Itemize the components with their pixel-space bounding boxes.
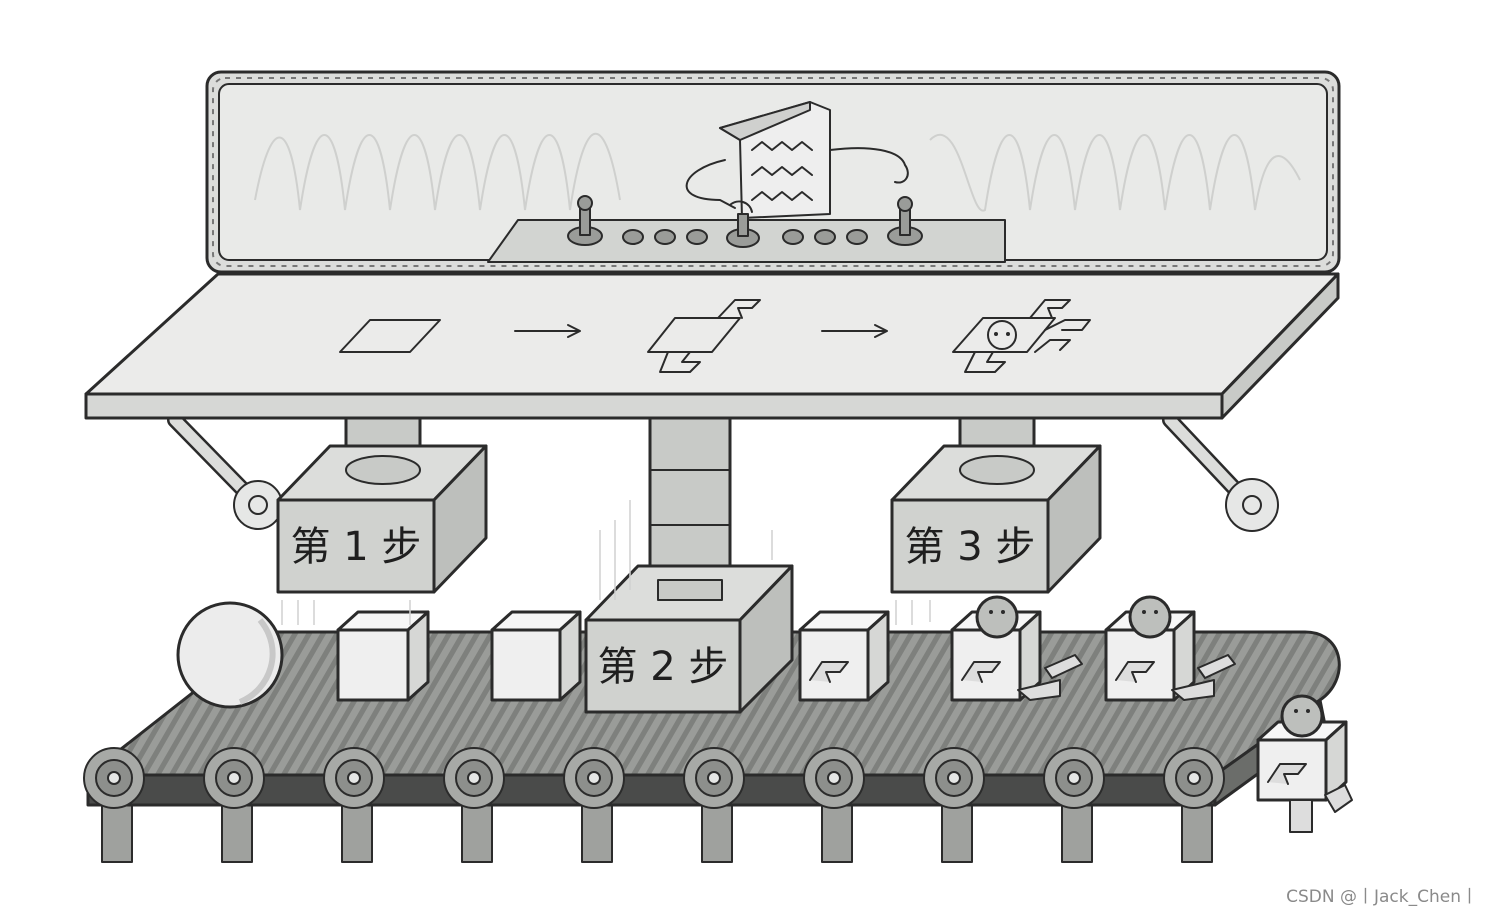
conveyor-legs <box>101 799 1213 863</box>
cube-piece-2 <box>490 610 582 702</box>
step-1-label: 第 1 步 <box>291 524 422 570</box>
step-block-2: 第 2 步 <box>584 564 794 714</box>
raw-material-ball <box>176 601 284 709</box>
step-2-label: 第 2 步 <box>598 644 729 690</box>
cube-piece-1 <box>336 610 430 702</box>
arrow-icon <box>514 324 581 338</box>
watermark-text: CSDN @丨Jack_Chen丨 <box>1286 887 1478 907</box>
robot-operator <box>685 101 909 219</box>
folded-box-piece <box>798 610 890 702</box>
step-block-1: 第 1 步 <box>276 444 488 594</box>
step-block-3: 第 3 步 <box>890 444 1102 594</box>
robot-piece-2 <box>1104 595 1236 702</box>
conveyor-rollers <box>83 747 1225 809</box>
sketch-flat-sheet <box>339 319 441 353</box>
robot-piece-1 <box>950 595 1083 702</box>
arrow-icon <box>821 324 888 338</box>
blueprint-table <box>84 272 1340 532</box>
step-3-label: 第 3 步 <box>905 524 1036 570</box>
sketch-robot-net <box>952 299 1091 373</box>
finished-robot <box>1256 694 1353 833</box>
console-controls <box>567 195 923 248</box>
motion-lines <box>281 500 931 625</box>
sketch-folded-box <box>647 299 761 373</box>
blueprint-sketches <box>339 299 1091 373</box>
